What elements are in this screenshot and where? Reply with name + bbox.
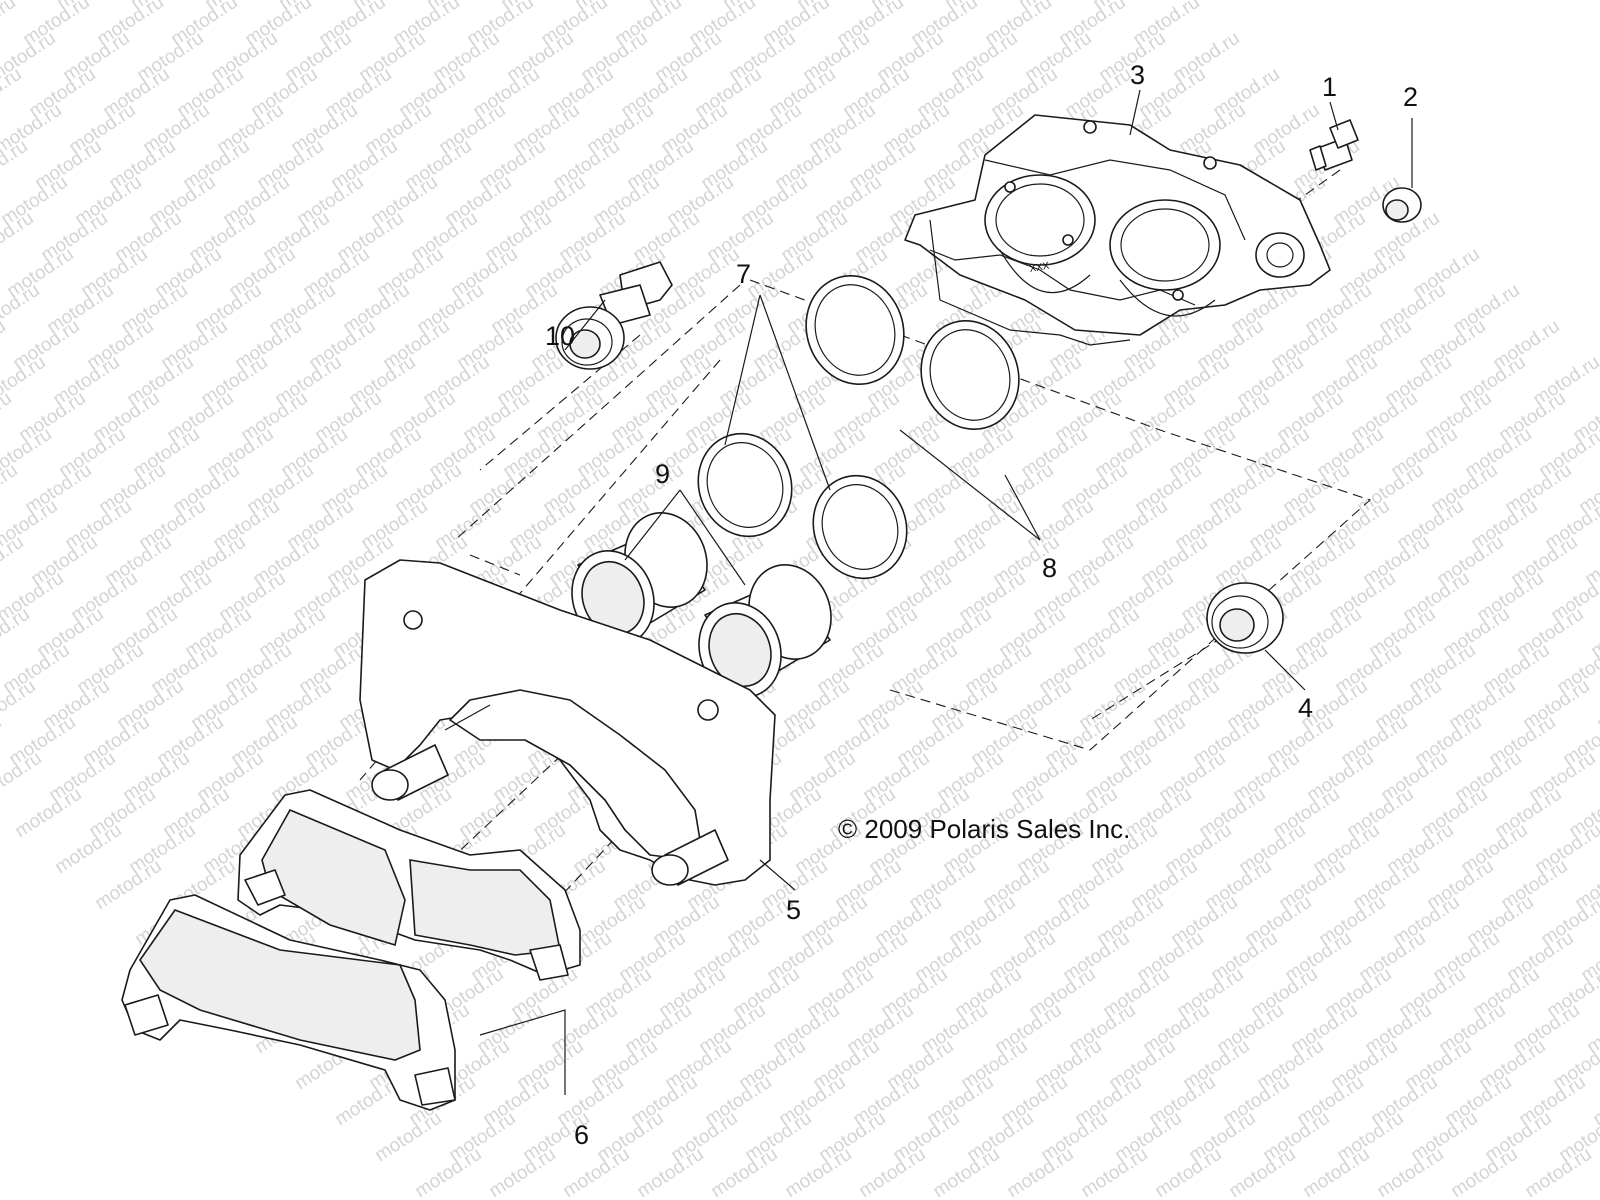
bolt-with-boot: [555, 261, 673, 370]
watermark-text: motod.ru: [0, 0, 20, 50]
caliper-bracket: [359, 559, 776, 886]
watermark-text: motod.ru: [0, 244, 4, 302]
watermark-text: motod.ru: [0, 712, 6, 770]
caliper-marking: XXX: [1029, 261, 1051, 275]
callout-5: 5: [786, 895, 801, 925]
seal-ring-small: [697, 432, 908, 580]
callout-6: 6: [574, 1120, 589, 1150]
copyright-notice: © 2009 Polaris Sales Inc.: [838, 814, 1130, 844]
watermark-text: motod.ru: [0, 64, 26, 122]
watermark-text: motod.ru: [0, 460, 22, 518]
callout-4: 4: [1298, 693, 1313, 723]
bleeder-cap: [1382, 187, 1422, 223]
watermark-text: motod.ru: [0, 316, 10, 374]
callout-1: 1: [1322, 72, 1337, 102]
callout-8: 8: [1042, 553, 1057, 583]
watermark-text: motod.ru: [1593, 676, 1600, 734]
callout-10: 10: [545, 321, 575, 351]
watermark-text: motod.ru: [0, 388, 16, 446]
callout-9: 9: [655, 459, 670, 489]
callout-2: 2: [1403, 82, 1418, 112]
caliper-housing: XXX: [904, 114, 1331, 346]
watermark-text: motod.ru: [0, 532, 28, 590]
brake-pad: [121, 789, 581, 1111]
callouts: 1 2 3 4 5 6 7 8 9 10: [545, 60, 1418, 1150]
callout-7: 7: [736, 259, 751, 289]
watermark-text: motod.ru: [1595, 1144, 1600, 1200]
seal-ring-large: [805, 274, 1020, 431]
boot: [1206, 582, 1284, 654]
leader-lines: [479, 89, 1413, 1095]
callout-3: 3: [1130, 60, 1145, 90]
piston: [571, 512, 832, 698]
